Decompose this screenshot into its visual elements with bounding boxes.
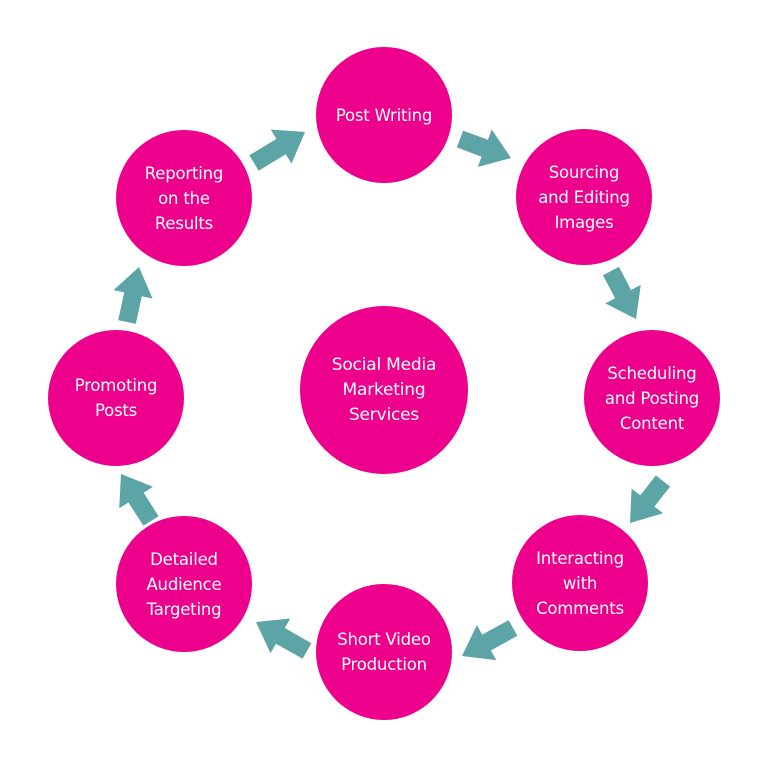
step-label-line: Sourcing <box>548 162 620 182</box>
step-label-line: Posts <box>94 401 138 420</box>
step-label-line: Interacting <box>536 548 624 568</box>
arrow-short-video-production-to-detailed-audience-targeting <box>256 618 312 659</box>
step-label-line: Short Video <box>337 630 431 649</box>
center-label-line: Services <box>348 404 420 425</box>
arrow-sourcing-editing-images-to-scheduling-posting-content <box>603 266 641 319</box>
step-sourcing-editing-images: Sourcing and Editing Images <box>516 129 652 265</box>
step-post-writing: Post Writing <box>316 47 452 183</box>
step-promoting-posts: Promoting Posts <box>48 330 184 466</box>
step-interacting-with-comments: Interacting with Comments <box>512 515 648 651</box>
arrow-reporting-on-results-to-post-writing <box>249 129 305 171</box>
step-label: Promoting Posts <box>69 373 164 423</box>
center-label-line: Social Media <box>331 354 437 375</box>
center-node: Social Media Marketing Services <box>300 306 468 474</box>
step-label: Sourcing and Editing Images <box>532 160 636 235</box>
center-label: Social Media Marketing Services <box>326 353 442 428</box>
step-label-line: Promoting <box>74 376 158 395</box>
step-label-line: Targeting <box>146 599 222 619</box>
step-label-line: Reporting <box>144 163 224 183</box>
step-reporting-on-results: Reporting on the Results <box>116 130 252 266</box>
step-label-line: Production <box>341 655 427 674</box>
step-label-line: Images <box>554 212 614 232</box>
arrow-promoting-posts-to-reporting-on-results <box>113 267 153 324</box>
step-label: Post Writing <box>330 103 438 128</box>
step-detailed-audience-targeting: Detailed Audience Targeting <box>116 516 252 652</box>
arrow-interacting-with-comments-to-short-video-production <box>462 620 518 661</box>
step-short-video-production: Short Video Production <box>316 584 452 720</box>
step-label-line: with <box>562 573 598 593</box>
step-label: Interacting with Comments <box>530 546 630 621</box>
arrow-post-writing-to-sourcing-editing-images <box>456 129 511 167</box>
step-label-line: Audience <box>146 574 222 594</box>
step-label-line: Scheduling <box>607 363 697 383</box>
step-label: Scheduling and Posting Content <box>599 361 705 436</box>
step-scheduling-posting-content: Scheduling and Posting Content <box>584 330 720 466</box>
arrow-detailed-audience-targeting-to-promoting-posts <box>119 474 159 526</box>
step-label: Reporting on the Results <box>139 161 229 236</box>
step-label-line: Detailed <box>150 549 218 569</box>
step-label-line: Post Writing <box>335 105 433 125</box>
arrow-scheduling-posting-content-to-interacting-with-comments <box>630 475 671 523</box>
step-label-line: Comments <box>536 598 624 618</box>
step-label: Short Video Production <box>331 627 437 677</box>
step-label-line: Content <box>619 413 685 433</box>
step-label-line: and Editing <box>538 187 630 207</box>
step-label-line: Results <box>154 213 214 233</box>
center-label-line: Marketing <box>342 379 426 400</box>
step-label-line: and Posting <box>604 388 700 408</box>
step-label: Detailed Audience Targeting <box>140 547 227 622</box>
step-label-line: on the <box>158 188 210 208</box>
